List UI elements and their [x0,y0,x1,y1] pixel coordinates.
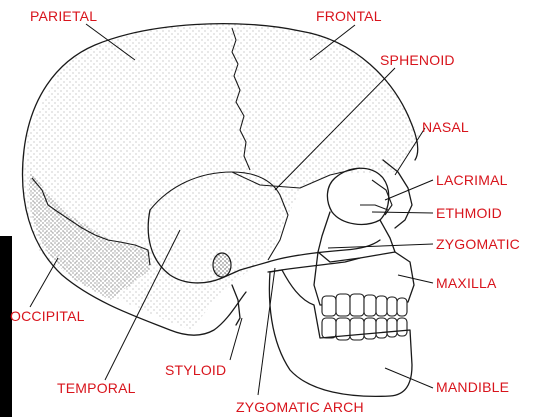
label-zygomatic: ZYGOMATIC [436,236,520,252]
label-frontal: FRONTAL [316,8,382,24]
leader-maxilla [398,275,433,283]
label-zygomatic-arch: ZYGOMATIC ARCH [236,399,364,415]
label-sphenoid: SPHENOID [380,52,455,68]
label-maxilla: MAXILLA [436,275,497,291]
cranium-shading [22,24,420,330]
label-lacrimal: LACRIMAL [436,172,508,188]
zygomatic-arch-shape [268,240,380,272]
label-parietal: PARIETAL [30,8,97,24]
orbit [327,168,388,224]
ear-canal [213,253,231,277]
label-nasal: NASAL [422,119,469,135]
left-edge-bar [0,236,12,417]
leader-zygomatic-arch [258,268,275,395]
label-mandible: MANDIBLE [436,379,509,395]
leader-lacrimal [385,180,433,200]
leader-mandible [385,368,433,388]
leader-zygomatic [328,244,433,248]
label-ethmoid: ETHMOID [436,205,502,221]
leader-ethmoid [372,212,433,213]
label-styloid: STYLOID [165,362,226,378]
upper-teeth [322,294,407,316]
label-temporal: TEMPORAL [57,380,136,396]
label-occipital: OCCIPITAL [10,308,85,324]
leader-occipital [30,258,58,307]
